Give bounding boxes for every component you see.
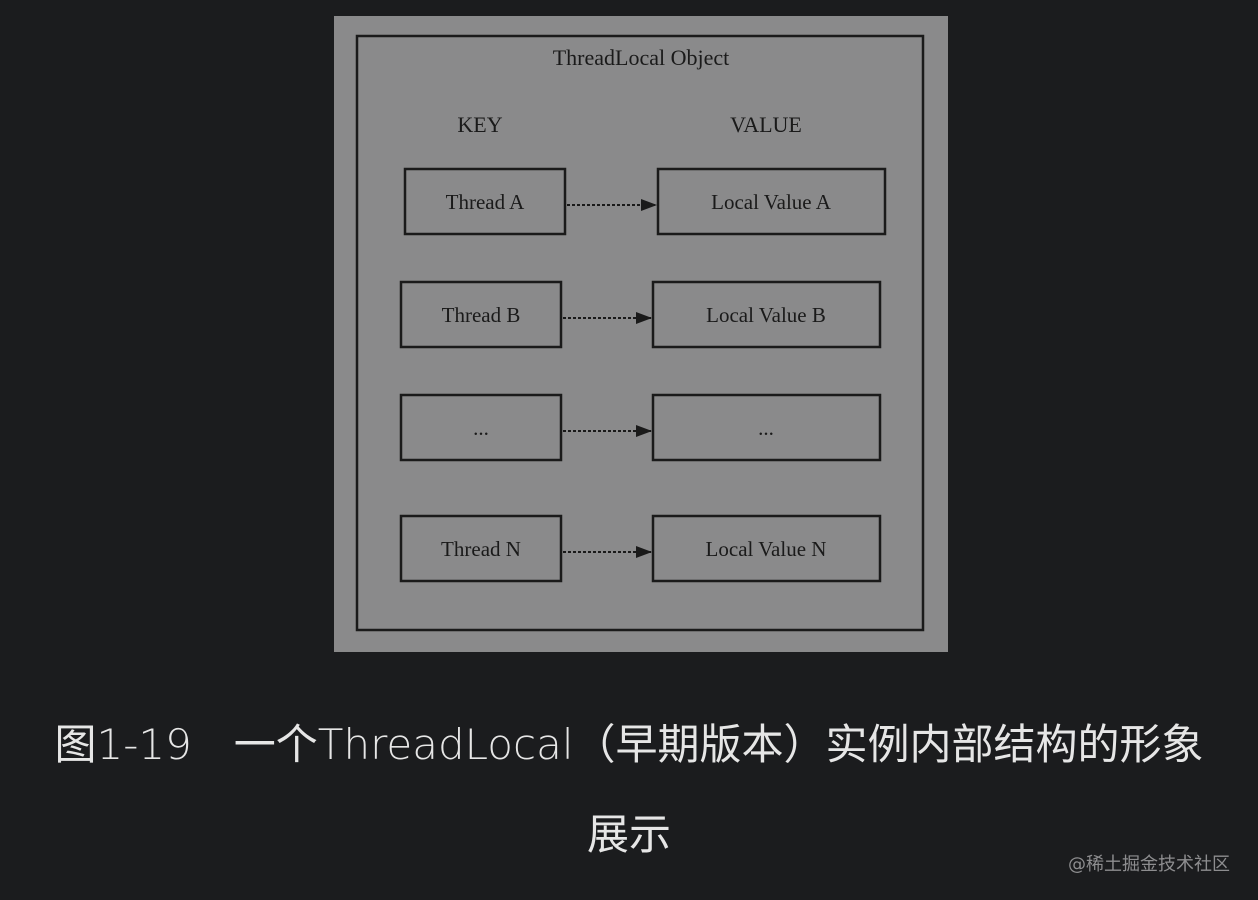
- value-box: [651, 280, 882, 349]
- key-label: Thread A: [446, 190, 526, 214]
- key-column-header: KEY: [457, 112, 502, 137]
- value-box: [651, 393, 882, 462]
- value-label: Local Value B: [706, 303, 826, 327]
- mapping-row: ... ...: [399, 393, 882, 462]
- key-label: Thread B: [442, 303, 521, 327]
- mapping-row: Thread A Local Value A: [403, 167, 887, 236]
- key-box: [399, 280, 563, 349]
- value-box: [656, 167, 887, 236]
- threadlocal-object-container: [355, 34, 925, 632]
- diagram-svg: ThreadLocal Object KEY VALUE Thread A Lo…: [355, 34, 925, 632]
- diagram-figure: ThreadLocal Object KEY VALUE Thread A Lo…: [334, 16, 948, 652]
- value-label: Local Value N: [706, 537, 827, 561]
- value-label: Local Value A: [711, 190, 832, 214]
- key-box: [399, 393, 563, 462]
- value-column-header: VALUE: [730, 112, 802, 137]
- figure-caption: 图1-19 一个ThreadLocal（早期版本）实例内部结构的形象 展示: [0, 700, 1258, 880]
- key-box: [399, 514, 563, 583]
- container-title: ThreadLocal Object: [553, 45, 730, 70]
- key-box: [403, 167, 567, 236]
- caption-line-1: 图1-19 一个ThreadLocal（早期版本）实例内部结构的形象: [54, 720, 1204, 769]
- caption-line-2: 展示: [586, 810, 671, 859]
- key-label: Thread N: [441, 537, 521, 561]
- key-label: ...: [473, 416, 489, 440]
- mapping-row: Thread N Local Value N: [399, 514, 882, 583]
- mapping-row: Thread B Local Value B: [399, 280, 882, 349]
- watermark: @稀土掘金技术社区: [1068, 854, 1230, 875]
- value-box: [651, 514, 882, 583]
- value-label: ...: [758, 416, 774, 440]
